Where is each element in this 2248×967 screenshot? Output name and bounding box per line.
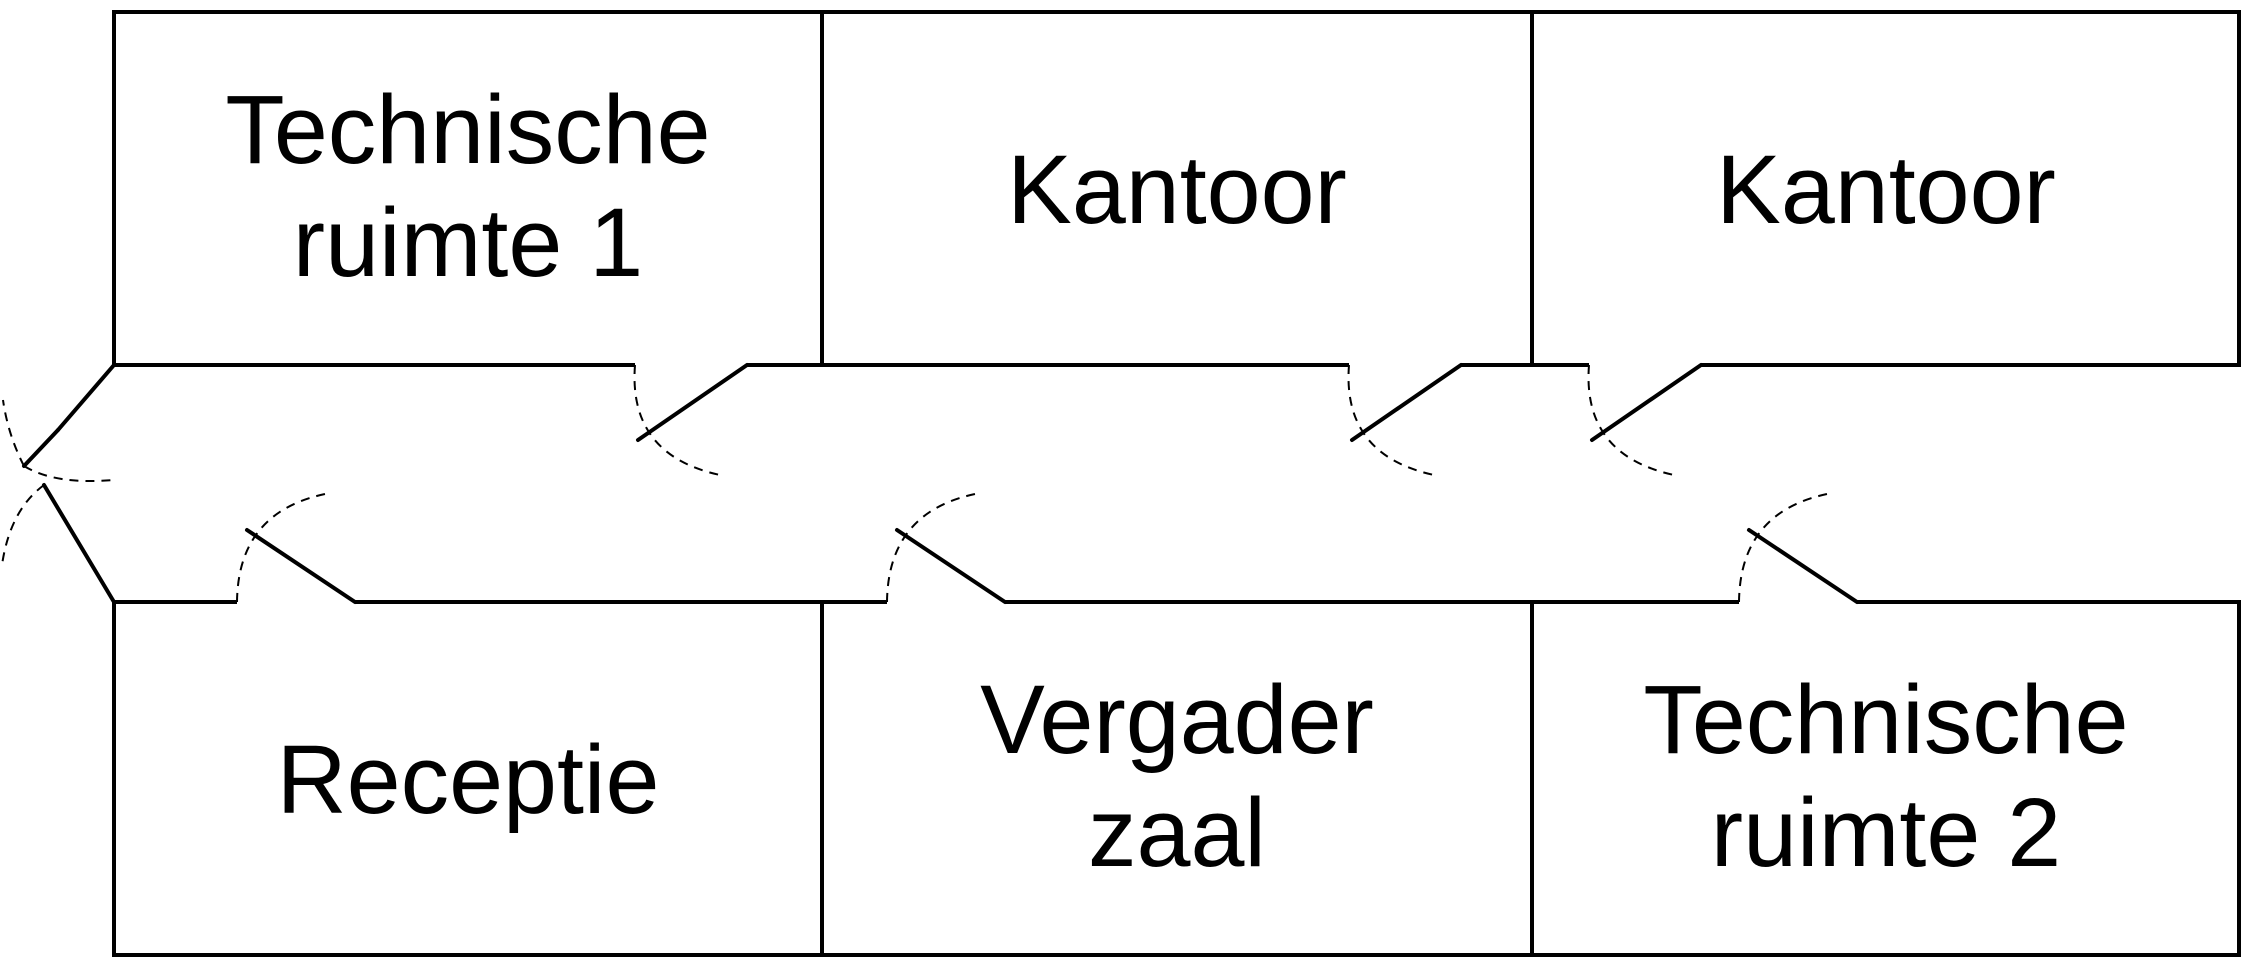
door-leaf-receptie xyxy=(245,528,357,604)
door-swing-kantoor-2 xyxy=(1587,364,1675,476)
entrance-door-leaf-top xyxy=(22,428,60,468)
label-kantoor-2: Kantoor xyxy=(1716,135,2056,244)
top-doors xyxy=(633,363,1703,476)
door-leaf-kantoor-2 xyxy=(1590,363,1703,442)
door-leaf-kantoor-1 xyxy=(1350,363,1463,442)
room-labels: Technische ruimte 1 Kantoor Kantoor Rece… xyxy=(225,75,2128,887)
entrance-door-leaf-bottom xyxy=(42,483,116,604)
entrance-door xyxy=(1,363,116,604)
label-vergader-zaal-line1: Vergader xyxy=(980,665,1374,774)
opening-vergader-zaal xyxy=(887,597,1005,607)
entrance-swing-top-outer xyxy=(2,399,25,467)
label-technische-ruimte-2-line2: ruimte 2 xyxy=(1711,778,2061,887)
label-receptie: Receptie xyxy=(277,725,660,834)
opening-kantoor-1 xyxy=(1349,360,1461,370)
label-vergader-zaal-line2: zaal xyxy=(1088,778,1266,887)
entrance-swing-bottom xyxy=(1,484,45,566)
entrance-swing-top xyxy=(23,465,115,483)
label-technische-ruimte-2-line1: Technische xyxy=(1643,665,2128,774)
bottom-doors xyxy=(236,492,1859,604)
room-walls xyxy=(112,10,2241,957)
entrance-wall-top xyxy=(56,363,116,432)
wall-room-technische-ruimte-2 xyxy=(1530,600,2241,957)
door-leaf-technische-ruimte-2 xyxy=(1747,528,1859,604)
door-swing-technische-ruimte-2 xyxy=(1738,492,1833,603)
door-swing-receptie xyxy=(236,492,331,603)
door-swing-technische-ruimte-1 xyxy=(633,364,721,476)
door-leaf-technische-ruimte-1 xyxy=(636,363,749,442)
door-swing-kantoor-1 xyxy=(1347,364,1435,476)
door-swing-vergader-zaal xyxy=(886,492,981,603)
label-technische-ruimte-1-line2: ruimte 1 xyxy=(293,188,643,297)
opening-kantoor-2 xyxy=(1589,360,1701,370)
opening-technische-ruimte-1 xyxy=(635,360,747,370)
label-kantoor-1: Kantoor xyxy=(1007,135,1347,244)
opening-technische-ruimte-2 xyxy=(1739,597,1857,607)
door-openings xyxy=(237,360,1857,607)
label-technische-ruimte-1-line1: Technische xyxy=(225,75,710,184)
door-leaf-vergader-zaal xyxy=(895,528,1007,604)
wall-room-kantoor-2 xyxy=(1530,10,2241,367)
opening-receptie xyxy=(237,597,355,607)
